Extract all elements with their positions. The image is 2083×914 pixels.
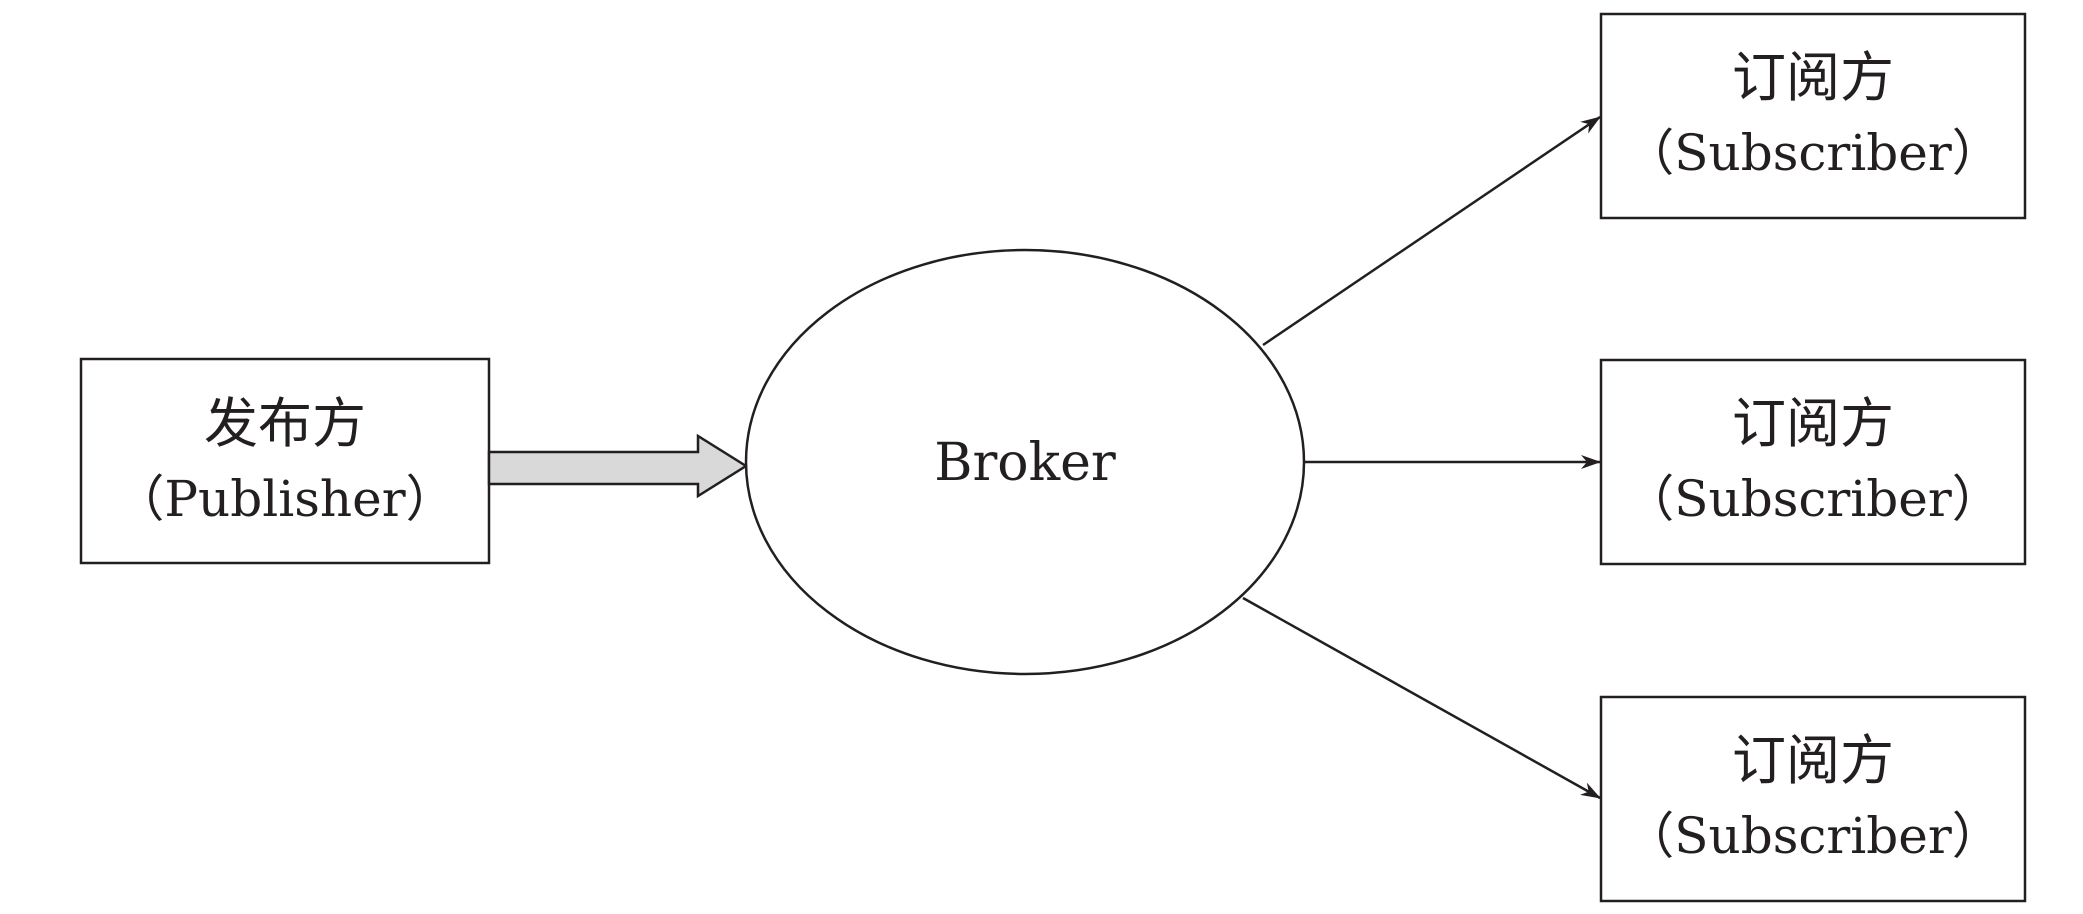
subscriber-label-en: （Subscriber） xyxy=(1624,470,2002,528)
arrow-to-subscriber-bottom xyxy=(1242,596,1601,800)
subscriber-label-en: （Subscriber） xyxy=(1624,124,2002,182)
subscriber-label-cn: 订阅方 xyxy=(1732,729,1894,792)
publisher-label-cn: 发布方 xyxy=(204,392,366,455)
arrow-to-subscriber-top xyxy=(1262,115,1601,347)
broker-label: Broker xyxy=(934,433,1116,493)
subscriber-node-1: 订阅方 （Subscriber） xyxy=(1599,12,2027,220)
subscriber-node-3: 订阅方 （Subscriber） xyxy=(1599,695,2027,903)
publish-arrow xyxy=(487,433,749,499)
publisher-box xyxy=(79,357,491,565)
subscriber-label-en: （Subscriber） xyxy=(1624,807,2002,865)
subscriber-box xyxy=(1599,12,2027,220)
subscriber-label-cn: 订阅方 xyxy=(1732,392,1894,455)
publisher-node: 发布方 （Publisher） xyxy=(79,357,491,565)
subscriber-box xyxy=(1599,358,2027,566)
subscriber-label-cn: 订阅方 xyxy=(1732,46,1894,109)
subscriber-box xyxy=(1599,695,2027,903)
broker-node: Broker xyxy=(744,248,1306,676)
subscriber-node-2: 订阅方 （Subscriber） xyxy=(1599,358,2027,566)
publisher-label-en: （Publisher） xyxy=(114,470,455,528)
